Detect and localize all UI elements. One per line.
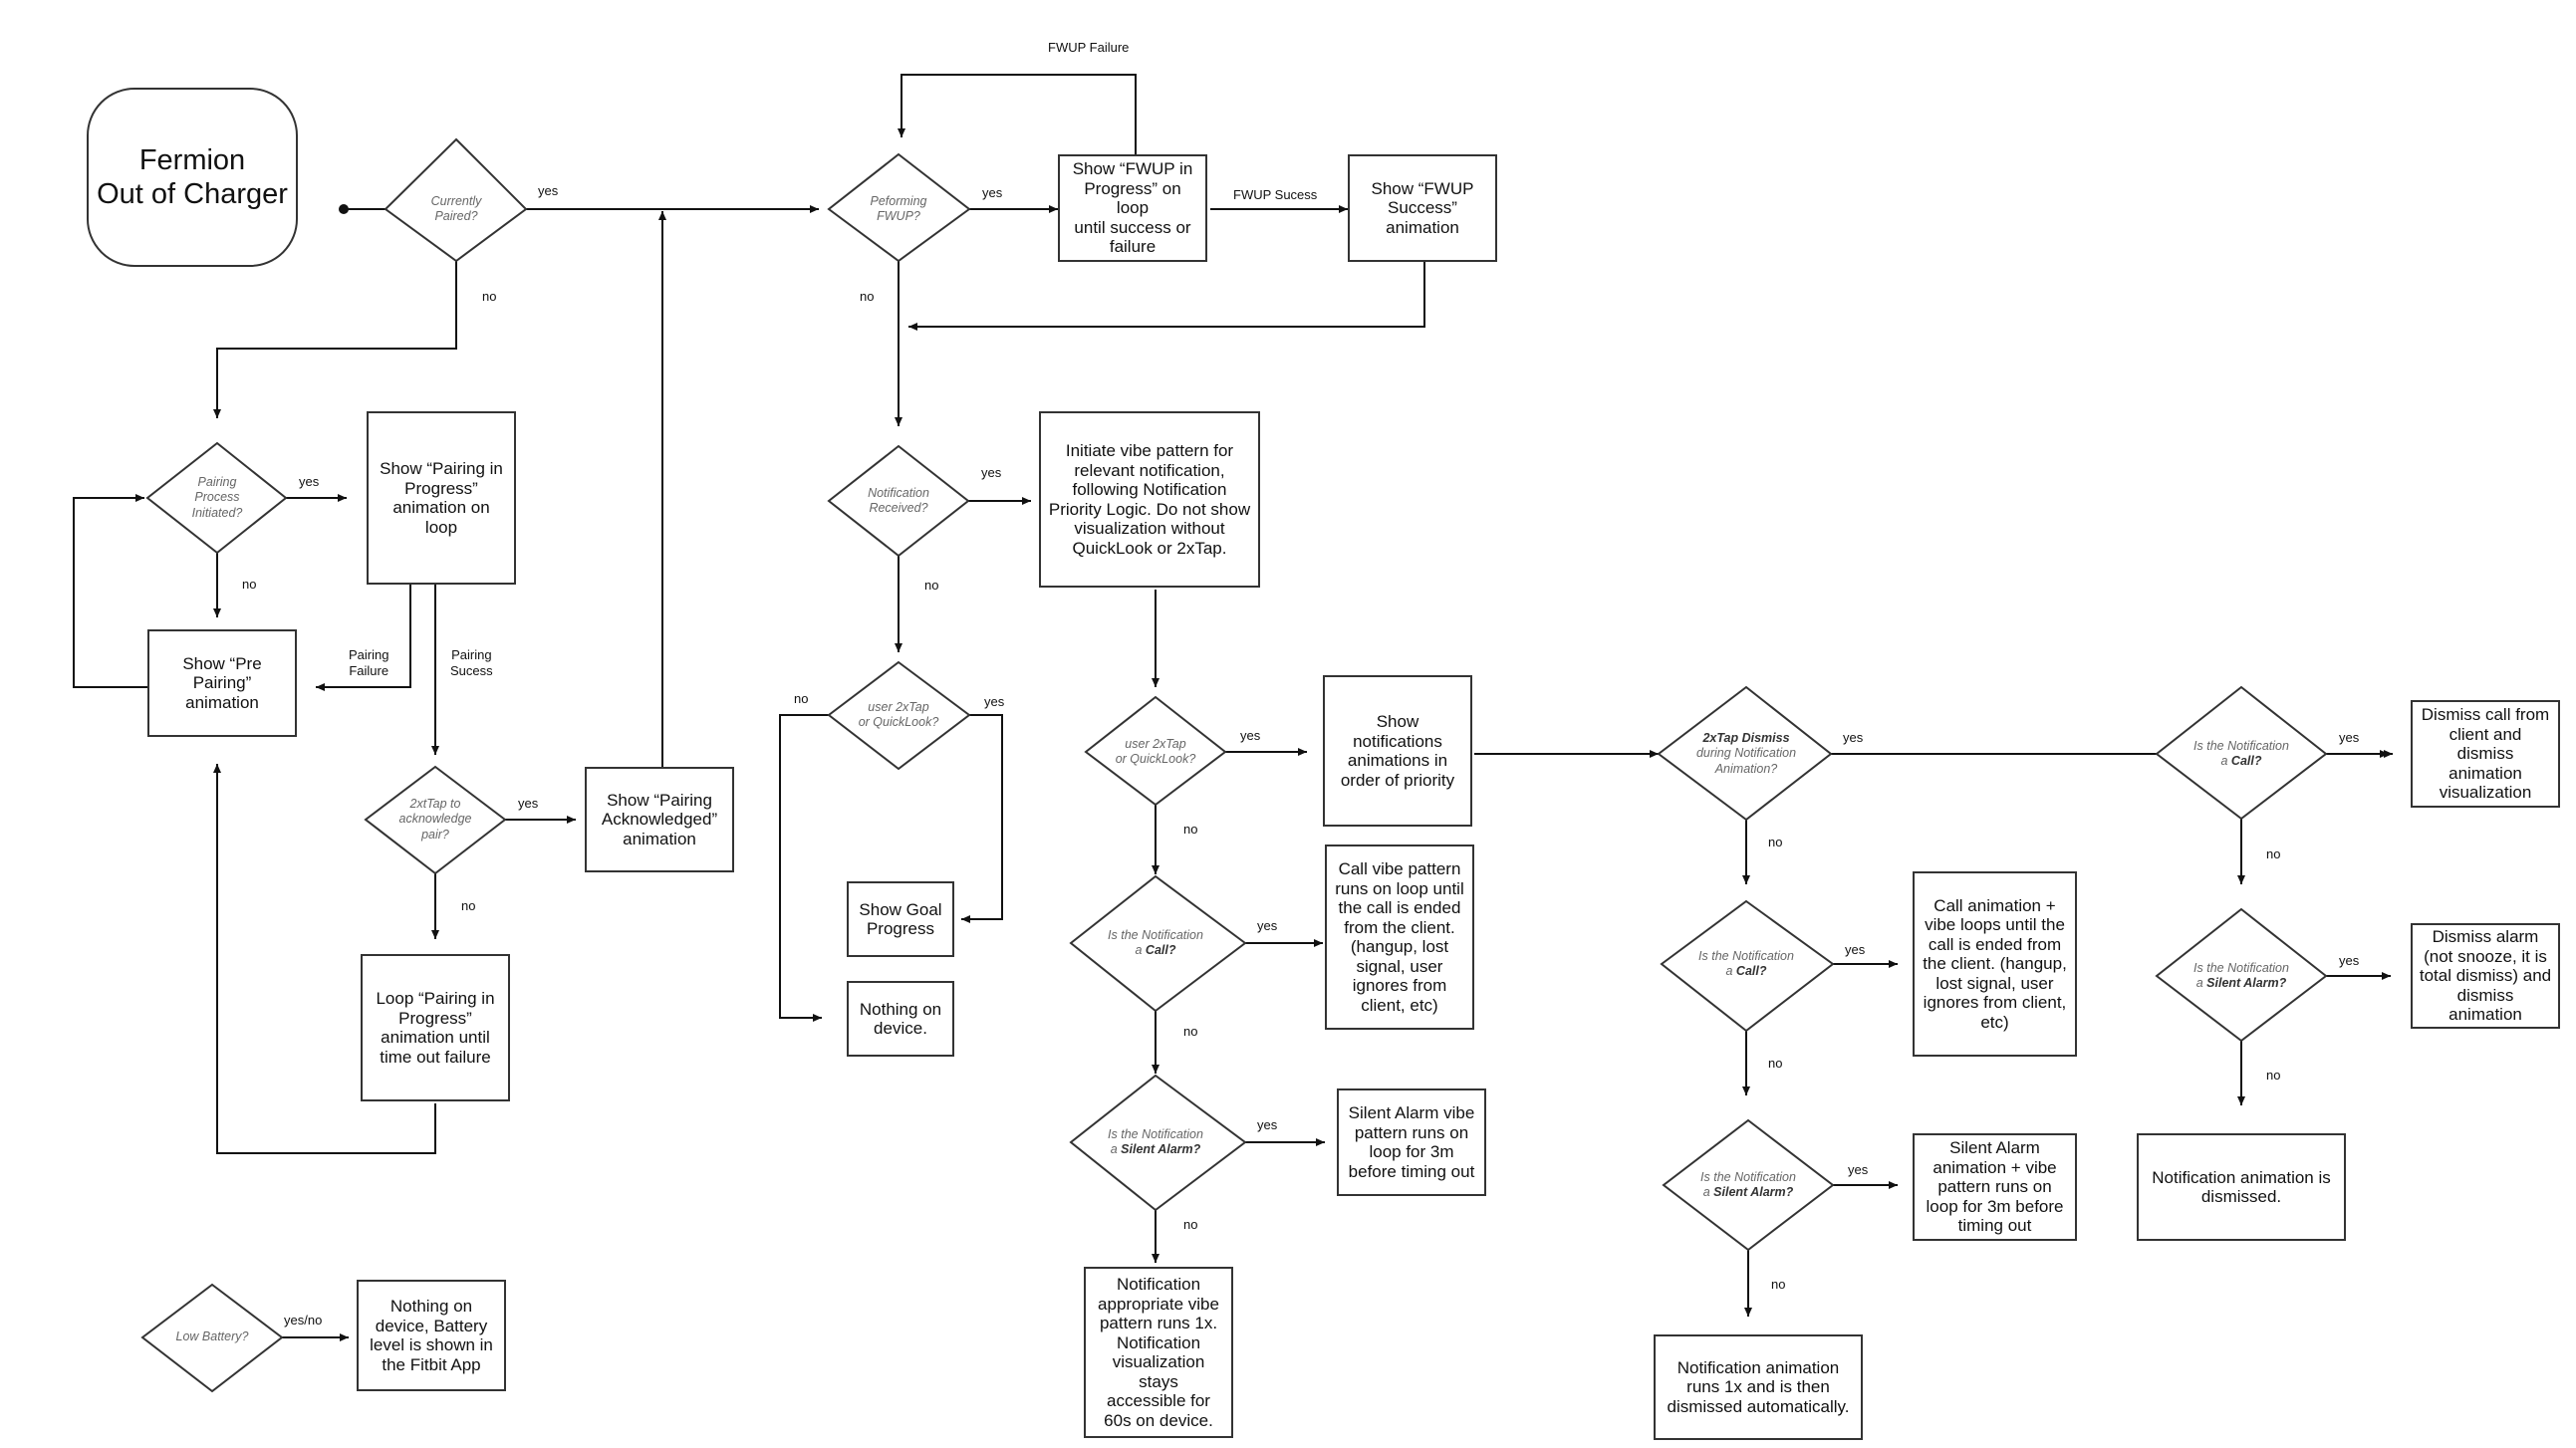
- box-notif-dismissed: Notification animation is dismissed.: [2137, 1133, 2346, 1241]
- label-yes: yes: [518, 796, 539, 811]
- decision-is-call-1: [1069, 874, 1247, 1013]
- is-silent-3-text: Is the Notification a Silent Alarm?: [2193, 960, 2289, 991]
- notification-received-text: Notification Received?: [868, 485, 929, 516]
- decision-is-silent-1: [1069, 1074, 1247, 1212]
- box-loop-pairing: Loop “Pairing in Progress” animation unt…: [361, 954, 510, 1101]
- label-no: no: [2266, 846, 2281, 861]
- connector: [908, 262, 1425, 331]
- tap-ack-pair-text: 2xtTap to acknowledge pair?: [398, 796, 472, 842]
- is-silent-1-text: Is the Notification a Silent Alarm?: [1108, 1126, 1203, 1157]
- label-yes: yes: [299, 474, 320, 489]
- decision-tap-ack-pair: [364, 765, 507, 875]
- connector: [213, 259, 457, 418]
- label-no: no: [1768, 835, 1783, 849]
- decision-performing-fwup: [827, 152, 971, 263]
- connector: [316, 585, 411, 691]
- decision-dismiss: [1657, 685, 1833, 822]
- box-call-vibe: Call vibe pattern runs on loop until the…: [1325, 845, 1474, 1030]
- box-show-goal: Show Goal Progress: [847, 881, 954, 957]
- label-pairing-failure: Pairing Failure: [349, 647, 389, 678]
- label-no: no: [1183, 822, 1198, 837]
- box-call-anim: Call animation + vibe loops until the ca…: [1913, 871, 2077, 1057]
- decision-user-tap-1: [827, 660, 971, 771]
- decision-pairing-initiated: [145, 441, 288, 555]
- is-call-1-text: Is the Notification a Call?: [1108, 927, 1203, 958]
- label-yes: yes: [984, 694, 1005, 709]
- box-fwup-success: Show “FWUP Success” animation: [1348, 154, 1497, 262]
- user-tap-1-text: user 2xTap or QuickLook?: [858, 699, 939, 730]
- label-yes: yes: [982, 185, 1003, 200]
- label-yes: yes: [1240, 728, 1261, 743]
- decision-low-battery: [140, 1283, 284, 1393]
- box-pre-pairing: Show “Pre Pairing” animation: [147, 629, 297, 737]
- decision-currently-paired: [384, 137, 528, 263]
- label-no: no: [924, 578, 939, 593]
- box-pairing-in-progress: Show “Pairing in Progress” animation on …: [367, 411, 516, 585]
- is-call-2-text: Is the Notification a Call?: [1698, 948, 1794, 979]
- decision-is-silent-3: [2155, 907, 2328, 1043]
- label-pairing-success: Pairing Sucess: [450, 647, 493, 678]
- decision-notification-received: [827, 444, 970, 558]
- label-yes: yes: [1845, 942, 1866, 957]
- label-no: no: [1768, 1056, 1783, 1071]
- box-silent-vibe: Silent Alarm vibe pattern runs on loop f…: [1337, 1088, 1486, 1196]
- box-silent-anim: Silent Alarm animation + vibe pattern ru…: [1913, 1133, 2077, 1241]
- label-fwup-failure: FWUP Failure: [1048, 40, 1130, 55]
- is-silent-2-text: Is the Notification a Silent Alarm?: [1700, 1169, 1796, 1200]
- label-no: no: [461, 898, 476, 913]
- label-yes: yes: [981, 465, 1002, 480]
- connector: [779, 714, 829, 1022]
- label-no: no: [2266, 1068, 2281, 1083]
- label-no: no: [1183, 1217, 1198, 1232]
- label-no: no: [242, 577, 257, 592]
- box-dismiss-alarm: Dismiss alarm (not snooze, it is total d…: [2411, 923, 2560, 1029]
- user-tap-2-text: user 2xTap or QuickLook?: [1115, 736, 1196, 767]
- label-fwup-success: FWUP Sucess: [1233, 187, 1318, 202]
- label-yes: yes: [2339, 953, 2360, 968]
- label-yes: yes: [2339, 730, 2360, 745]
- label-no: no: [1771, 1277, 1786, 1292]
- label-yes: yes: [1257, 918, 1278, 933]
- connector: [213, 764, 436, 1154]
- label-no: no: [860, 289, 875, 304]
- box-notif-dismissed-auto: Notification animation runs 1x and is th…: [1654, 1334, 1863, 1440]
- label-yes: yes: [1257, 1117, 1278, 1132]
- low-battery-text: Low Battery?: [175, 1329, 249, 1344]
- decision-is-call-2: [1660, 899, 1835, 1033]
- connector: [961, 714, 1003, 923]
- connector: [898, 74, 1137, 157]
- decision-is-silent-2: [1662, 1118, 1835, 1252]
- is-call-3-text: Is the Notification a Call?: [2193, 738, 2289, 769]
- box-low-battery: Nothing on device, Battery level is show…: [357, 1280, 506, 1391]
- start-node: Fermion Out of Charger: [87, 88, 298, 267]
- box-fwup-progress: Show “FWUP in Progress” on loop until su…: [1058, 154, 1207, 262]
- box-vibe-pattern: Initiate vibe pattern for relevant notif…: [1039, 411, 1260, 588]
- box-nothing-on-device: Nothing on device.: [847, 981, 954, 1057]
- pairing-initiated-text: Pairing Process Initiated?: [191, 474, 243, 520]
- decision-user-tap-2: [1084, 695, 1227, 807]
- label-yes: yes: [1848, 1162, 1869, 1177]
- box-pairing-acknowledged: Show “Pairing Acknowledged” animation: [585, 767, 734, 872]
- decision-is-call-3: [2155, 685, 2328, 821]
- label-yes: yes: [538, 183, 559, 198]
- box-notif-1x: Notification appropriate vibe pattern ru…: [1084, 1267, 1233, 1438]
- label-yes-no: yes/no: [284, 1313, 323, 1327]
- label-no: no: [482, 289, 497, 304]
- box-dismiss-call: Dismiss call from client and dismiss ani…: [2411, 700, 2560, 808]
- performing-fwup-text: Peforming FWUP?: [870, 193, 927, 224]
- currently-paired-text: Currently Paired?: [430, 193, 482, 224]
- label-no: no: [1183, 1024, 1198, 1039]
- label-yes: yes: [1843, 730, 1864, 745]
- connector: [73, 494, 147, 688]
- box-show-notifications: Show notifications animations in order o…: [1323, 675, 1472, 827]
- label-no: no: [794, 691, 809, 706]
